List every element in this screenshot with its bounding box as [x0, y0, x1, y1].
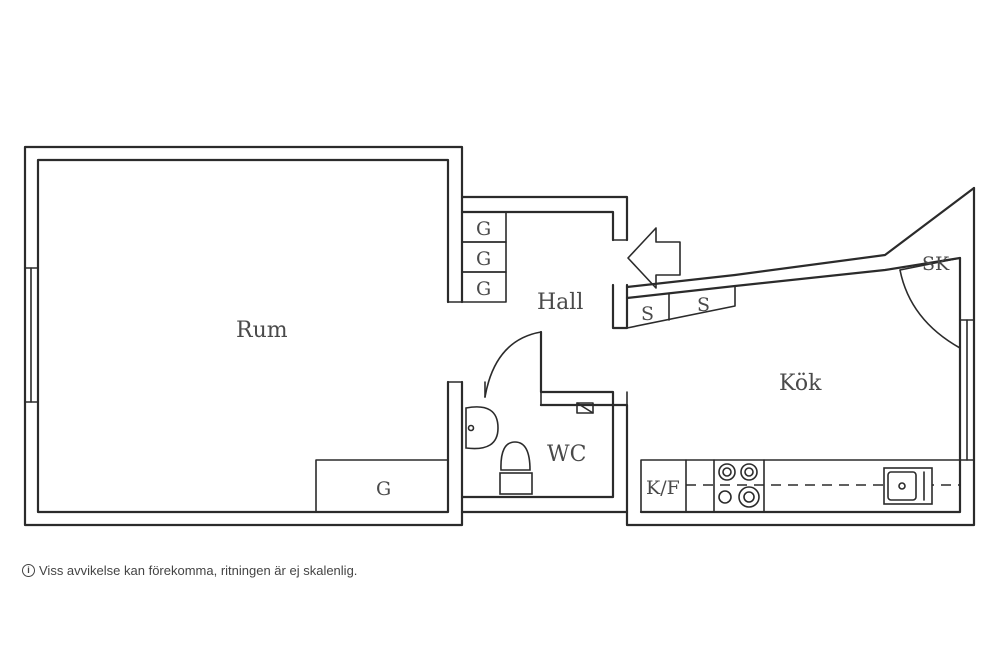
- shelf-label-s2: S: [697, 294, 710, 316]
- kitchen-top-wall: [625, 186, 976, 329]
- info-icon: i: [22, 564, 35, 577]
- room-label-rum: Rum: [236, 318, 288, 343]
- closet-label-g2: G: [476, 248, 491, 270]
- closet-label-g3: G: [476, 278, 491, 300]
- kitchen-sink-icon: [883, 467, 933, 505]
- room-rum-walls: [23, 145, 464, 527]
- disclaimer-text: Viss avvikelse kan förekomma, ritningen …: [39, 563, 358, 578]
- room-label-kok: Kök: [779, 371, 822, 396]
- fridge-label-kf: K/F: [646, 477, 680, 499]
- shelf-label-s1: S: [641, 303, 654, 325]
- closet-label-sk: SK: [922, 253, 950, 275]
- wardrobe-rum: [315, 459, 449, 513]
- sink-icon: [465, 406, 499, 450]
- drain-icon: [576, 402, 594, 414]
- wc-walls: [460, 330, 629, 514]
- hall-closets: [461, 211, 507, 303]
- room-label-hall: Hall: [537, 290, 583, 315]
- arrow-left-icon: [627, 227, 681, 289]
- wardrobe-label-g: G: [376, 478, 391, 500]
- room-label-wc: WC: [547, 442, 586, 467]
- kitchen-right-wall: [625, 186, 976, 527]
- closet-label-g1: G: [476, 218, 491, 240]
- stove-icon: [718, 463, 760, 508]
- toilet-icon: [499, 441, 533, 495]
- disclaimer: i Viss avvikelse kan förekomma, ritninge…: [22, 563, 357, 578]
